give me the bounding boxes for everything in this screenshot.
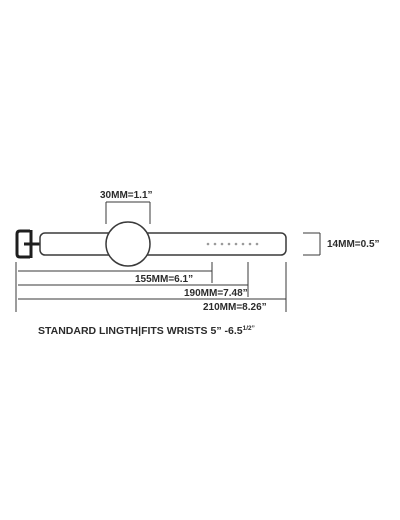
length-dimensions: [15, 262, 287, 312]
band-holes: [206, 242, 259, 246]
hole: [220, 242, 224, 246]
band-width-dimension: [303, 232, 321, 256]
hole: [248, 242, 252, 246]
caption-superscript: 1/2”: [243, 325, 255, 332]
caption: STANDARD LINGTH|FITS WRISTS 5” -6.51/2”: [38, 325, 255, 337]
hole: [213, 242, 217, 246]
length-long-label: 210MM=8.26”: [203, 302, 267, 313]
face-diameter-label: 30MM=1.1”: [100, 190, 153, 201]
hole: [234, 242, 238, 246]
buckle-frame: [15, 229, 30, 259]
length-short-label: 155MM=6.1”: [135, 274, 193, 285]
length-medium-label: 190MM=7.48”: [184, 288, 248, 299]
watch-band: [39, 232, 287, 256]
caption-text: STANDARD LINGTH|FITS WRISTS 5” -6.5: [38, 325, 243, 337]
hole: [255, 242, 259, 246]
hole: [206, 242, 210, 246]
watch-face: [105, 221, 151, 267]
buckle-icon: [15, 229, 40, 259]
face-diameter-dimension: [105, 201, 151, 224]
hole: [241, 242, 245, 246]
band-width-label: 14MM=0.5”: [327, 239, 380, 250]
hole: [227, 242, 231, 246]
